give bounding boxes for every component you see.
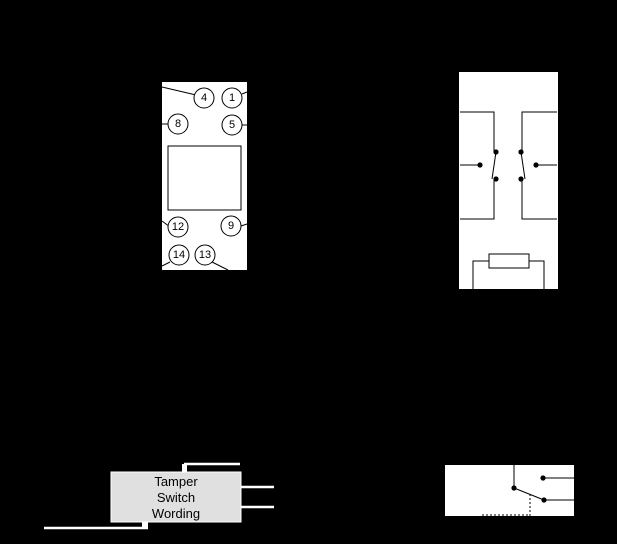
right-no-wire xyxy=(521,180,557,220)
lead-pin-9 xyxy=(240,223,248,227)
pin-9: 9 xyxy=(220,215,242,237)
left-no-wire xyxy=(460,180,495,220)
relay-schematic xyxy=(459,72,558,289)
pin-1: 1 xyxy=(221,87,243,109)
right-switch-arm xyxy=(520,151,526,180)
right-no-terminal xyxy=(518,176,524,182)
tamper-top-stub xyxy=(182,464,187,472)
relay-schematic-panel xyxy=(459,72,558,289)
right-nc-wire xyxy=(521,111,557,152)
lead-pin-4 xyxy=(161,86,197,96)
pin-4-label: 4 xyxy=(201,92,207,104)
pin-5-label: 5 xyxy=(229,119,235,131)
tamper-label-line-2: Switch xyxy=(157,490,195,505)
lead-pin-13 xyxy=(211,261,229,271)
left-no-terminal xyxy=(493,176,499,182)
pin-4: 4 xyxy=(193,87,215,109)
lead-pin-14 xyxy=(161,261,171,267)
pin-5: 5 xyxy=(221,114,243,136)
pin-9-label: 9 xyxy=(228,220,234,232)
relay-socket-window xyxy=(167,145,242,211)
pin-14-label: 14 xyxy=(173,249,185,261)
pin-1-label: 1 xyxy=(229,92,235,104)
left-switch-arm xyxy=(491,151,497,180)
tamper-label-line-1: Tamper xyxy=(154,474,198,489)
relay-base: 4 1 8 5 12 9 14 13 xyxy=(161,82,248,271)
coil-right-lead xyxy=(529,260,545,289)
right-common-terminal xyxy=(533,162,539,168)
pin-13-label: 13 xyxy=(199,249,211,261)
pin-8-label: 8 xyxy=(175,118,181,130)
tamper-switch: Tamper Switch Wording xyxy=(44,462,274,530)
contact-schematic-panel xyxy=(445,465,574,516)
contact-schematic xyxy=(445,465,574,516)
tamper-switch-body xyxy=(110,471,242,523)
coil-symbol xyxy=(488,253,530,269)
lead-pin-1 xyxy=(241,91,248,95)
left-common-terminal xyxy=(477,162,483,168)
coil-left-lead xyxy=(472,260,489,289)
contact-switch-arm xyxy=(513,487,545,501)
pin-12-label: 12 xyxy=(172,221,184,233)
tamper-bottom-stub xyxy=(142,522,148,528)
left-nc-wire xyxy=(460,111,495,152)
tamper-label-line-3: Wording xyxy=(152,506,200,521)
pin-13: 13 xyxy=(194,244,216,266)
pin-14: 14 xyxy=(168,244,190,266)
pin-8: 8 xyxy=(167,113,189,135)
pin-12: 12 xyxy=(167,216,189,238)
